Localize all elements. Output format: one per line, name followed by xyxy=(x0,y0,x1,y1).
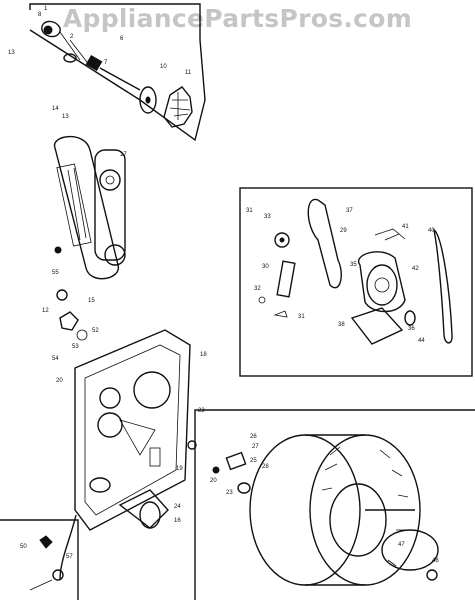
callout-16: 16 xyxy=(174,518,181,524)
callout-32: 32 xyxy=(254,286,261,292)
callout-37: 37 xyxy=(346,208,353,214)
callout-24: 24 xyxy=(174,504,181,510)
callout-54: 54 xyxy=(52,356,59,362)
motor-assembly-box xyxy=(239,187,473,377)
callout-50: 50 xyxy=(20,544,27,550)
callout-20: 20 xyxy=(56,378,63,384)
callout-30: 30 xyxy=(262,264,269,270)
callout-1: 1 xyxy=(44,6,48,12)
inset-box-left xyxy=(0,519,79,600)
callout-19: 19 xyxy=(176,466,183,472)
callout-57: 57 xyxy=(66,554,73,560)
callout-31b: 31 xyxy=(298,314,305,320)
watermark: AppliancePartsPros.com xyxy=(62,4,413,33)
callout-47: 47 xyxy=(398,542,405,548)
callout-44: 44 xyxy=(418,338,425,344)
callout-15: 15 xyxy=(88,298,95,304)
callout-18: 18 xyxy=(200,352,207,358)
callout-13b: 13 xyxy=(62,114,69,120)
callout-33: 33 xyxy=(264,214,271,220)
callout-12: 12 xyxy=(42,308,49,314)
callout-8: 8 xyxy=(38,12,42,18)
callout-55: 55 xyxy=(52,270,59,276)
drum-assembly-box xyxy=(194,409,475,600)
callout-28: 28 xyxy=(262,464,269,470)
callout-22: 22 xyxy=(198,408,205,414)
callout-14: 14 xyxy=(52,106,59,112)
callout-35: 35 xyxy=(350,262,357,268)
callout-17: 17 xyxy=(120,152,127,158)
callout-36: 36 xyxy=(408,326,415,332)
callout-41: 41 xyxy=(402,224,409,230)
callout-10: 10 xyxy=(160,64,167,70)
callout-6: 6 xyxy=(120,36,124,42)
blower-assembly-group xyxy=(29,3,206,142)
cone-part-group xyxy=(118,440,197,529)
callout-29: 29 xyxy=(340,228,347,234)
callout-7: 7 xyxy=(104,60,108,66)
callout-27: 27 xyxy=(252,444,259,450)
callout-31: 31 xyxy=(246,208,253,214)
callout-40: 40 xyxy=(428,228,435,234)
callout-38: 38 xyxy=(338,322,345,328)
callout-42: 42 xyxy=(412,266,419,272)
callout-labels: 8 13 1 2 6 7 10 11 14 13 17 55 12 15 52 … xyxy=(8,6,439,564)
callout-11: 11 xyxy=(185,70,192,76)
callout-52: 52 xyxy=(92,328,99,334)
front-bulkhead-group xyxy=(59,329,191,581)
callout-25: 25 xyxy=(250,458,257,464)
callout-53: 53 xyxy=(72,344,79,350)
callout-23: 23 xyxy=(226,490,233,496)
callout-20b: 20 xyxy=(210,478,217,484)
callout-48: 48 xyxy=(432,558,439,564)
callout-13: 13 xyxy=(8,50,15,56)
idler-assembly-group xyxy=(54,135,126,341)
callout-2: 2 xyxy=(70,34,74,40)
callout-26: 26 xyxy=(250,434,257,440)
